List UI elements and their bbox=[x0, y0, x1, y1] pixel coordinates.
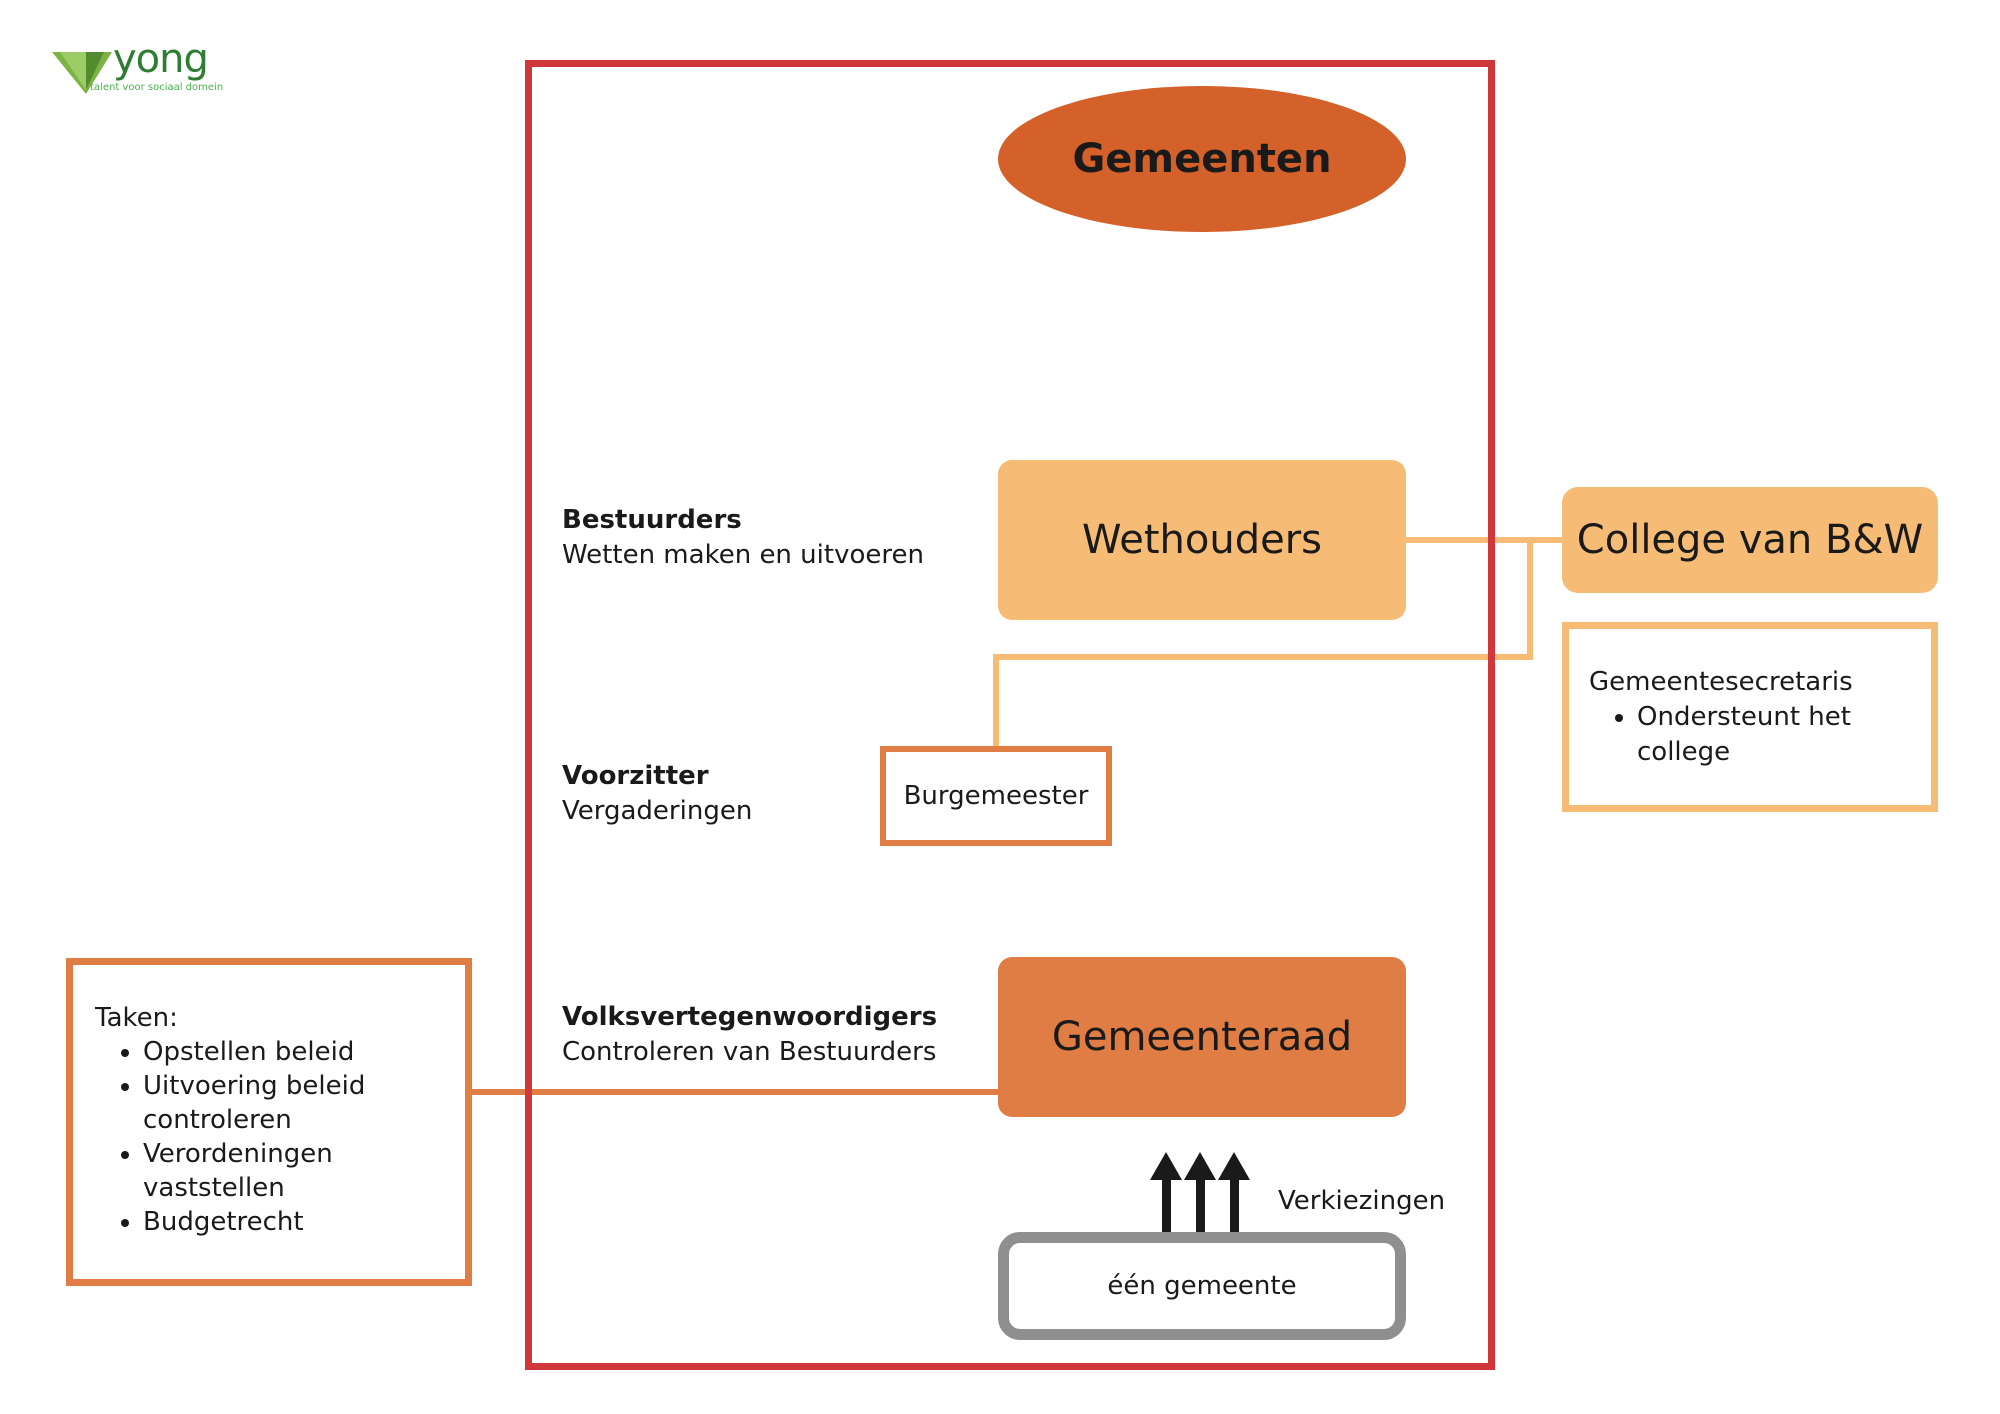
yong-logo-icon bbox=[52, 52, 112, 94]
box-taken: Taken: Opstellen beleid Uitvoering belei… bbox=[66, 958, 472, 1286]
taken-list: Opstellen beleid Uitvoering beleid contr… bbox=[95, 1035, 445, 1239]
election-arrows bbox=[1150, 1152, 1250, 1232]
taken-title: Taken: bbox=[95, 1003, 178, 1033]
label-bestuurders-title: Bestuurders bbox=[562, 505, 742, 535]
label-voorzitter-title: Voorzitter bbox=[562, 761, 709, 791]
box-gemeentesecretaris: Gemeentesecretaris Ondersteunt het colle… bbox=[1562, 622, 1938, 812]
title-gemeenten: Gemeenten bbox=[998, 86, 1406, 232]
connector-college-burgemeester bbox=[993, 540, 1533, 746]
taken-item: Opstellen beleid bbox=[143, 1035, 445, 1069]
box-college-van-bw: College van B&W bbox=[1562, 487, 1938, 593]
taken-item: Verordeningen vaststellen bbox=[143, 1137, 445, 1205]
box-een-gemeente: één gemeente bbox=[998, 1232, 1406, 1340]
taken-item: Uitvoering beleid controleren bbox=[143, 1069, 445, 1137]
label-bestuurders: Bestuurders Wetten maken en uitvoeren bbox=[562, 503, 924, 573]
secretaris-item: Ondersteunt het college bbox=[1637, 700, 1911, 770]
box-wethouders: Wethouders bbox=[998, 460, 1406, 620]
label-volks-text: Controleren van Bestuurders bbox=[562, 1037, 937, 1067]
label-volksvertegenwoordigers: Volksvertegenwoordigers Controleren van … bbox=[562, 1000, 937, 1070]
label-voorzitter-text: Vergaderingen bbox=[562, 796, 753, 826]
logo-tagline: talent voor sociaal domein bbox=[90, 82, 224, 93]
box-burgemeester: Burgemeester bbox=[880, 746, 1112, 846]
secretaris-list: Ondersteunt het college bbox=[1589, 700, 1911, 770]
label-bestuurders-text: Wetten maken en uitvoeren bbox=[562, 540, 924, 570]
label-verkiezingen: Verkiezingen bbox=[1278, 1186, 1446, 1216]
logo-word: yong bbox=[113, 36, 209, 82]
taken-item: Budgetrecht bbox=[143, 1205, 445, 1239]
secretaris-title: Gemeentesecretaris bbox=[1589, 667, 1853, 697]
box-gemeenteraad: Gemeenteraad bbox=[998, 957, 1406, 1117]
label-volks-title: Volksvertegenwoordigers bbox=[562, 1002, 938, 1032]
label-voorzitter: Voorzitter Vergaderingen bbox=[562, 759, 752, 829]
gemeenten-frame bbox=[525, 60, 1495, 1370]
